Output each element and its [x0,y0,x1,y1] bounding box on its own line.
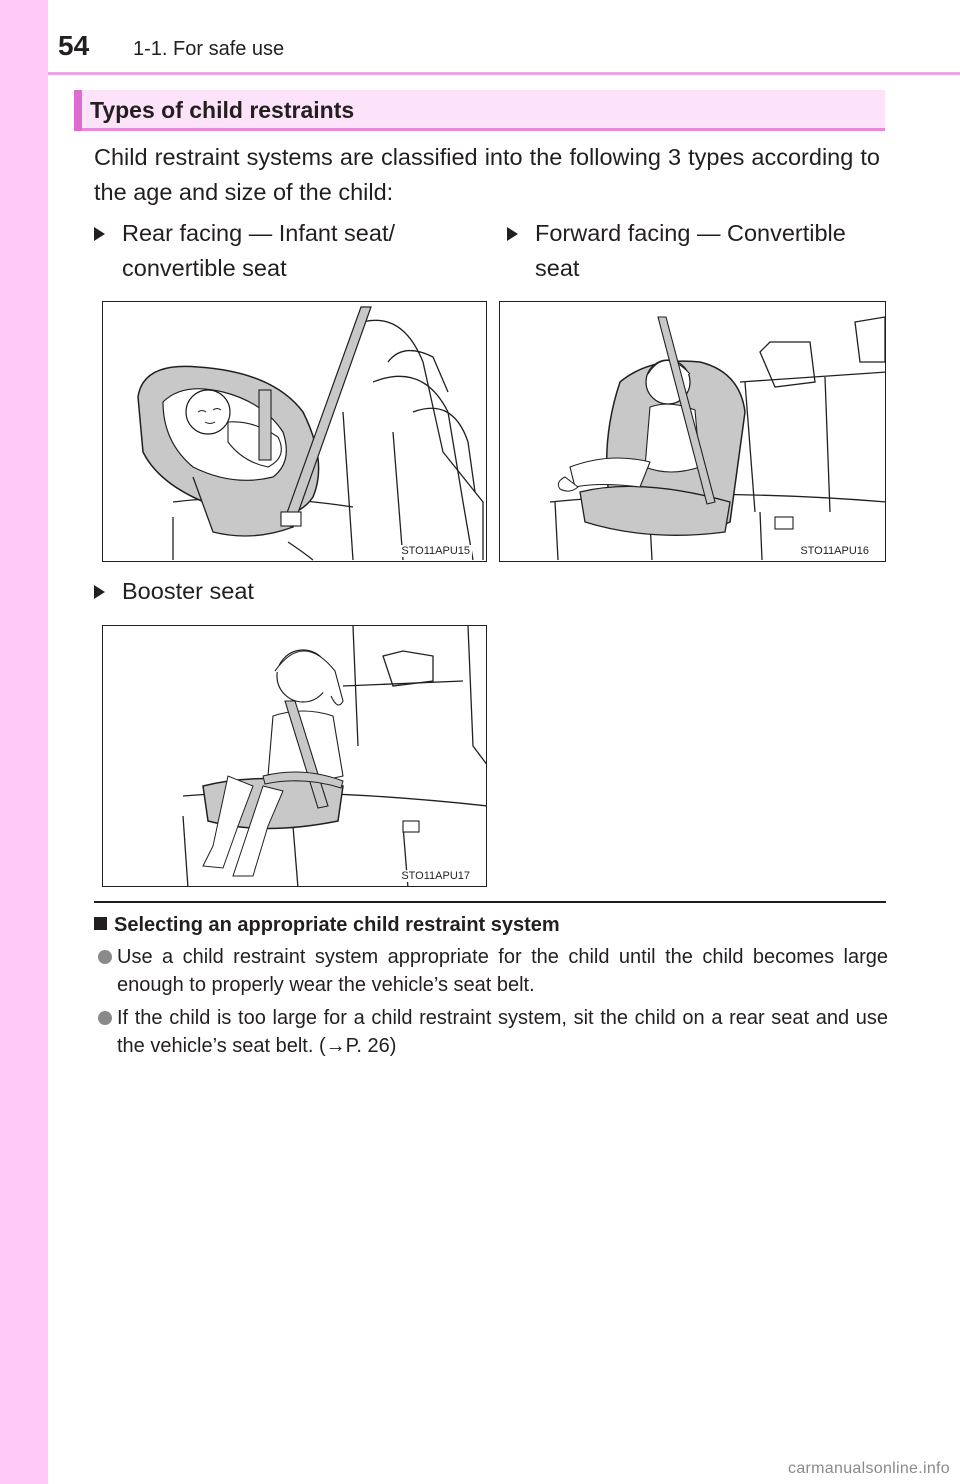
figure-booster-seat: STO11APU17 [102,625,487,887]
booster-seat-illustration [182,626,486,886]
title-accent [74,90,82,131]
caption-text: Forward facing — Convertible seat [535,220,846,281]
circle-bullet-icon [98,1011,112,1025]
section-title-bar: Types of child restraints [74,90,885,131]
figure-code: STO11APU17 [399,870,472,882]
triangle-bullet-icon [507,227,518,241]
running-header: 1-1. For safe use [133,38,285,60]
subsection-heading-text: Selecting an appropriate child restraint… [114,914,560,936]
intro-paragraph: Child restraint systems are classified i… [94,144,880,205]
header-rule [48,72,960,75]
list-item-text: Use a child restraint system appropriate… [117,946,888,996]
figure-rear-facing-seat: STO11APU15 [102,301,487,562]
triangle-bullet-icon [94,585,105,599]
watermark: carmanualsonline.info [788,1460,950,1477]
forward-facing-seat-illustration [549,316,885,561]
caption-text: Booster seat [122,578,254,604]
subsection-heading: Selecting an appropriate child restraint… [94,914,560,937]
list-item: If the child is too large for a child re… [98,1004,888,1060]
figure-forward-facing-seat: STO11APU16 [499,301,886,562]
figure-code: STO11APU16 [798,545,871,557]
square-bullet-icon [94,917,107,930]
section-title: Types of child restraints [90,97,355,123]
list-item-text: If the child is too large for a child re… [117,1007,888,1057]
side-tab-band [0,0,48,1484]
list-item: Use a child restraint system appropriate… [98,943,888,999]
section-divider [94,901,886,903]
circle-bullet-icon [98,950,112,964]
triangle-bullet-icon [94,227,105,241]
rear-facing-seat-illustration [137,306,484,561]
caption-text: Rear facing — Infant seat/ convertible s… [122,220,396,281]
figure-code: STO11APU15 [399,545,472,557]
page-number: 54 [58,30,90,61]
